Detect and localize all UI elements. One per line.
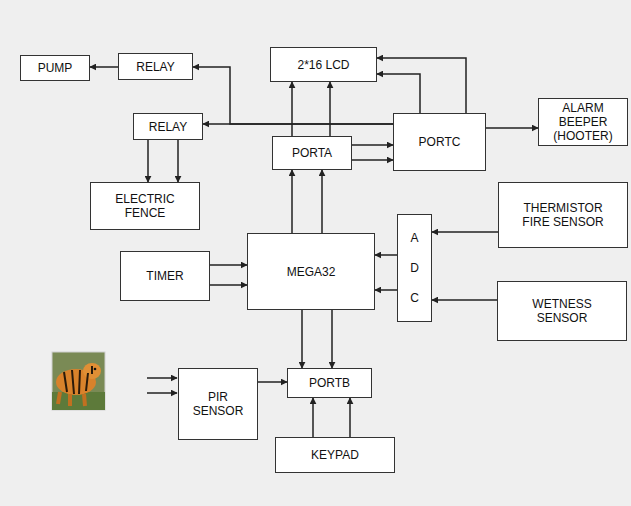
sensor-box: PIR SENSOR xyxy=(178,368,258,440)
box-label: KEYPAD xyxy=(311,448,359,462)
signal-arrow xyxy=(377,74,420,113)
text-stack: ELECTRIC FENCE xyxy=(105,192,185,220)
signal-arrow xyxy=(432,231,498,233)
input-arrow xyxy=(147,392,177,394)
signal-arrow xyxy=(486,127,538,129)
adc-box: A D C xyxy=(397,214,432,322)
text-stack: PUMP xyxy=(38,61,73,75)
signal-arrow xyxy=(177,140,179,182)
text-stack: ALARM BEEPER (HOOTER) xyxy=(543,101,623,143)
signal-arrow xyxy=(331,310,333,368)
signal-arrow xyxy=(210,284,247,286)
text-stack: PORTC xyxy=(419,135,461,149)
box-label: PORTB xyxy=(309,376,350,390)
port-box: PORTB xyxy=(287,368,372,398)
output-box: PUMP xyxy=(20,55,90,81)
tiger-picture xyxy=(52,352,105,410)
box-label: TIMER xyxy=(146,269,183,283)
box-label: PORTC xyxy=(419,135,461,149)
text-stack: WETNESS SENSOR xyxy=(527,297,597,325)
signal-arrow xyxy=(352,159,393,161)
box-label: PIR SENSOR xyxy=(188,390,248,418)
box-label: RELAY xyxy=(136,60,174,74)
text-stack: RELAY xyxy=(136,60,174,74)
signal-arrow xyxy=(321,170,323,233)
display-box: 2*16 LCD xyxy=(270,47,377,82)
signal-arrow xyxy=(312,398,314,437)
sensor-box: THERMISTOR FIRE SENSOR xyxy=(498,182,628,248)
box-label: ALARM BEEPER (HOOTER) xyxy=(543,101,623,143)
signal-arrow xyxy=(147,140,149,182)
signal-arrow xyxy=(291,82,293,136)
signal-arrow xyxy=(210,264,247,266)
timer-box: TIMER xyxy=(120,251,210,301)
text-stack: A D C xyxy=(410,223,419,313)
text-stack: KEYPAD xyxy=(311,448,359,462)
text-stack: MEGA32 xyxy=(287,265,336,279)
pir-input-arrows xyxy=(147,378,177,393)
relay-box: RELAY xyxy=(133,113,203,140)
signal-arrow xyxy=(291,170,293,233)
signal-arrow xyxy=(301,310,303,368)
text-stack: THERMISTOR FIRE SENSOR xyxy=(521,201,605,229)
port-box: PORTA xyxy=(272,136,352,170)
input-arrow xyxy=(147,377,177,379)
output-box: ELECTRIC FENCE xyxy=(90,182,200,230)
box-label: WETNESS SENSOR xyxy=(527,297,597,325)
signal-arrow xyxy=(349,398,351,437)
box-label: ELECTRIC FENCE xyxy=(105,192,185,220)
box-label: 2*16 LCD xyxy=(297,58,349,72)
box-label: RELAY xyxy=(149,120,187,134)
output-box: ALARM BEEPER (HOOTER) xyxy=(538,98,628,146)
signal-arrow xyxy=(258,381,287,383)
relay-box: RELAY xyxy=(118,53,193,80)
text-stack: 2*16 LCD xyxy=(297,58,349,72)
text-stack: PORTB xyxy=(309,376,350,390)
controller-box: MEGA32 xyxy=(247,233,375,310)
signal-arrow xyxy=(90,66,118,68)
port-box: PORTC xyxy=(393,113,486,171)
box-label: THERMISTOR FIRE SENSOR xyxy=(521,201,605,229)
text-stack: RELAY xyxy=(149,120,187,134)
signal-arrow xyxy=(432,299,497,301)
input-box: KEYPAD xyxy=(275,437,395,473)
signal-arrow xyxy=(375,289,397,291)
text-stack: PORTA xyxy=(292,146,332,160)
signal-arrow xyxy=(329,82,331,136)
text-stack: TIMER xyxy=(146,269,183,283)
signal-arrow xyxy=(375,254,397,256)
box-label: MEGA32 xyxy=(287,265,336,279)
box-label: A D C xyxy=(410,223,419,313)
signal-arrow xyxy=(352,144,393,146)
box-label: PUMP xyxy=(38,61,73,75)
text-stack: PIR SENSOR xyxy=(188,390,248,418)
box-label: PORTA xyxy=(292,146,332,160)
sensor-box: WETNESS SENSOR xyxy=(497,281,627,341)
signal-arrow xyxy=(377,58,466,113)
